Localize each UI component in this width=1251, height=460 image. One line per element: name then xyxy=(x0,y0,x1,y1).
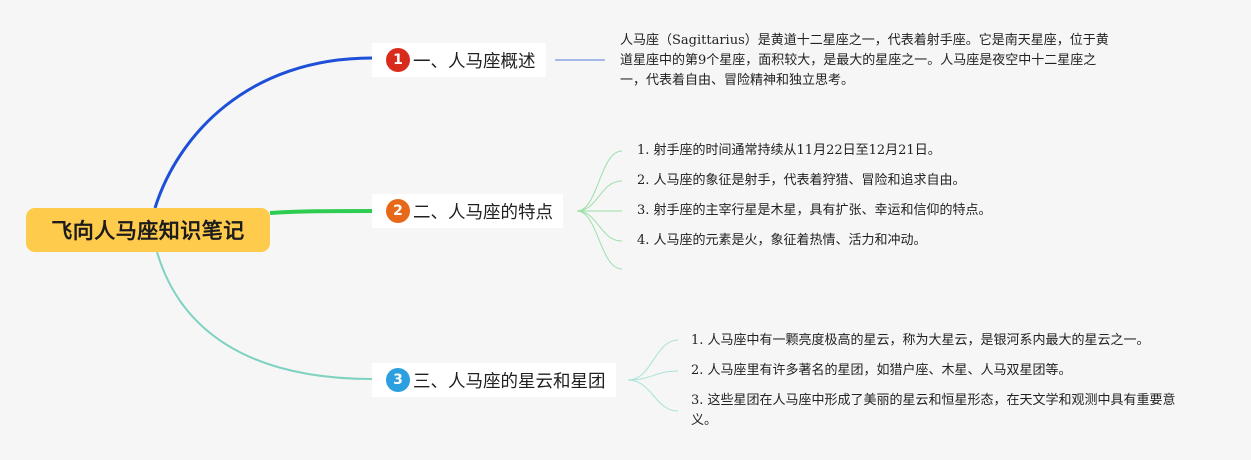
branch-topic-nebulae-clusters[interactable]: 3 三、人马座的星云和星团 xyxy=(372,363,616,397)
feature-item-2: 2. 人马座的象征是射手，代表着狩猎、冒险和追求自由。 xyxy=(637,173,966,188)
connector-root-branch-2 xyxy=(269,209,373,215)
branch-topic-label: 二、人马座的特点 xyxy=(413,202,553,223)
root-topic-label: 飞向人马座知识笔记 xyxy=(51,219,245,243)
connector-root-branch-3 xyxy=(156,251,373,380)
number-badge-1: 1 xyxy=(386,48,410,72)
number-badge-2: 2 xyxy=(386,199,410,223)
feature-item-1: 1. 射手座的时间通常持续从11月22日至12月21日。 xyxy=(637,143,941,158)
connector-branch-3-items xyxy=(627,339,679,412)
connector-branch-2-items xyxy=(576,150,623,270)
feature-item-3: 3. 射手座的主宰行星是木星，具有扩张、幸运和信仰的特点。 xyxy=(637,203,992,218)
nebula-item-1: 1. 人马座中有一颗亮度极高的星云，称为大星云，是银河系内最大的星云之一。 xyxy=(691,333,1150,348)
root-topic[interactable]: 飞向人马座知识笔记 xyxy=(26,208,270,252)
branch-topic-features[interactable]: 2 二、人马座的特点 xyxy=(372,194,563,228)
nebula-item-3: 3. 这些星团在人马座中形成了美丽的星云和恒星形态，在天文学和观测中具有重要意义… xyxy=(691,393,1176,428)
branch-topic-label: 一、人马座概述 xyxy=(413,51,536,72)
connector-root-branch-1 xyxy=(153,56,373,209)
branch-topic-overview[interactable]: 1 一、人马座概述 xyxy=(372,43,546,77)
branch-topic-label: 三、人马座的星云和星团 xyxy=(413,371,606,392)
nebula-item-2: 2. 人马座里有许多著名的星团，如猎户座、木星、人马双星团等。 xyxy=(691,363,1072,378)
feature-item-4: 4. 人马座的元素是火，象征着热情、活力和冲动。 xyxy=(637,233,927,248)
number-badge-3: 3 xyxy=(386,368,410,392)
overview-description: 人马座（Sagittarius）是黄道十二星座之一，代表着射手座。它是南天星座，… xyxy=(620,33,1109,88)
